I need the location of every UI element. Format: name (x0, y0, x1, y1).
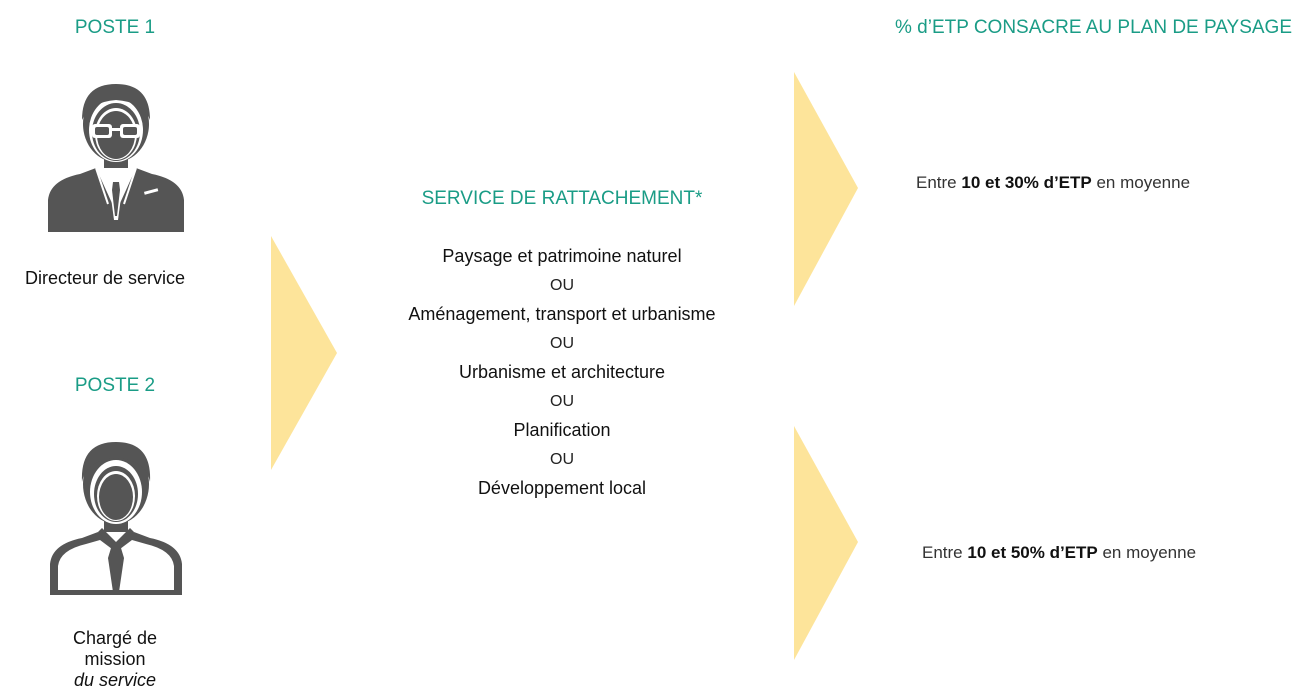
separator: OU (550, 393, 574, 410)
poste2-role-line2: du service (73, 670, 157, 690)
service-item: Planification (513, 420, 611, 440)
service-item: Aménagement, transport et urbanisme (408, 304, 716, 324)
poste1-title: POSTE 1 (74, 17, 156, 38)
chevron-right-icon (271, 236, 337, 470)
service-item: Paysage et patrimoine naturel (442, 246, 682, 266)
service-title: SERVICE DE RATTACHEMENT* (421, 188, 703, 209)
service-item: Développement local (477, 478, 647, 498)
service-item: Urbanisme et architecture (458, 362, 666, 382)
etp-title: % d’ETP CONSACRE AU PLAN DE PAYSAGE (894, 17, 1292, 38)
separator: OU (550, 277, 574, 294)
etp-row1: Entre 10 et 30% d’ETP en moyenne (916, 173, 1191, 192)
chevron-right-icon (794, 426, 858, 660)
separator: OU (550, 335, 574, 352)
poste2-title: POSTE 2 (74, 375, 156, 396)
poste1-role: Directeur de service (24, 268, 186, 288)
separator: OU (550, 451, 574, 468)
service-list: Paysage et patrimoine naturel OU Aménage… (352, 242, 772, 503)
employee-icon (50, 442, 182, 595)
poste2-role: Chargé de mission du service (40, 628, 190, 691)
chevron-right-icon (794, 72, 858, 306)
etp-row2: Entre 10 et 50% d’ETP en moyenne (922, 543, 1197, 562)
manager-icon (48, 84, 184, 232)
poste2-role-line1: Chargé de mission (72, 628, 158, 669)
